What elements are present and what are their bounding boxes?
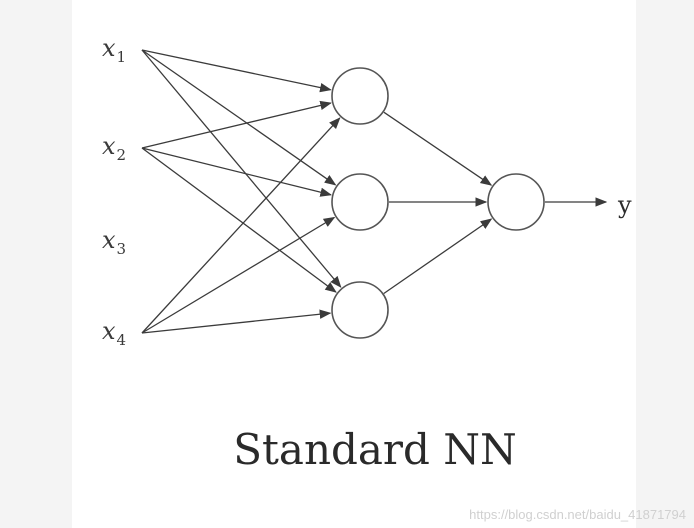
right-margin-band (636, 0, 694, 528)
edge-x4-h3 (141, 309, 332, 334)
edge-x4-h1 (141, 117, 341, 334)
output-label-y: y (617, 191, 632, 219)
input-label-subscript: 1 (117, 48, 127, 66)
edge-x1-h2 (141, 49, 337, 186)
edge-h1-out (383, 111, 493, 186)
hidden-neuron-h3 (331, 281, 389, 339)
edge-x1-h1 (141, 49, 332, 93)
edge-h3-out (383, 218, 493, 295)
input-label-subscript: 4 (117, 331, 127, 349)
diagram-caption: Standard NN (233, 425, 516, 474)
edge-x2-h1 (141, 100, 332, 149)
input-label-x4: x4 (102, 317, 126, 349)
edge-x4-h2 (141, 216, 336, 334)
input-label-subscript: 2 (117, 146, 127, 164)
edge-x2-h3 (141, 147, 337, 293)
input-label-base: x (102, 226, 116, 254)
input-label-base: x (102, 132, 116, 160)
edges-layer (141, 49, 608, 334)
input-label-x2: x2 (102, 132, 126, 164)
watermark-text: https://blog.csdn.net/baidu_41871794 (469, 507, 686, 522)
input-label-subscript: 3 (117, 240, 127, 258)
left-margin-band (0, 0, 72, 528)
input-label-base: x (102, 317, 116, 345)
hidden-neuron-h1 (331, 67, 389, 125)
hidden-neuron-h2 (331, 173, 389, 231)
input-label-x3: x3 (102, 226, 126, 258)
output-neuron (487, 173, 545, 231)
nodes-layer (331, 67, 545, 339)
input-label-base: x (102, 34, 116, 62)
edge-x2-h2 (141, 147, 333, 197)
input-label-x1: x1 (102, 34, 126, 66)
edge-x1-h3 (141, 49, 342, 288)
